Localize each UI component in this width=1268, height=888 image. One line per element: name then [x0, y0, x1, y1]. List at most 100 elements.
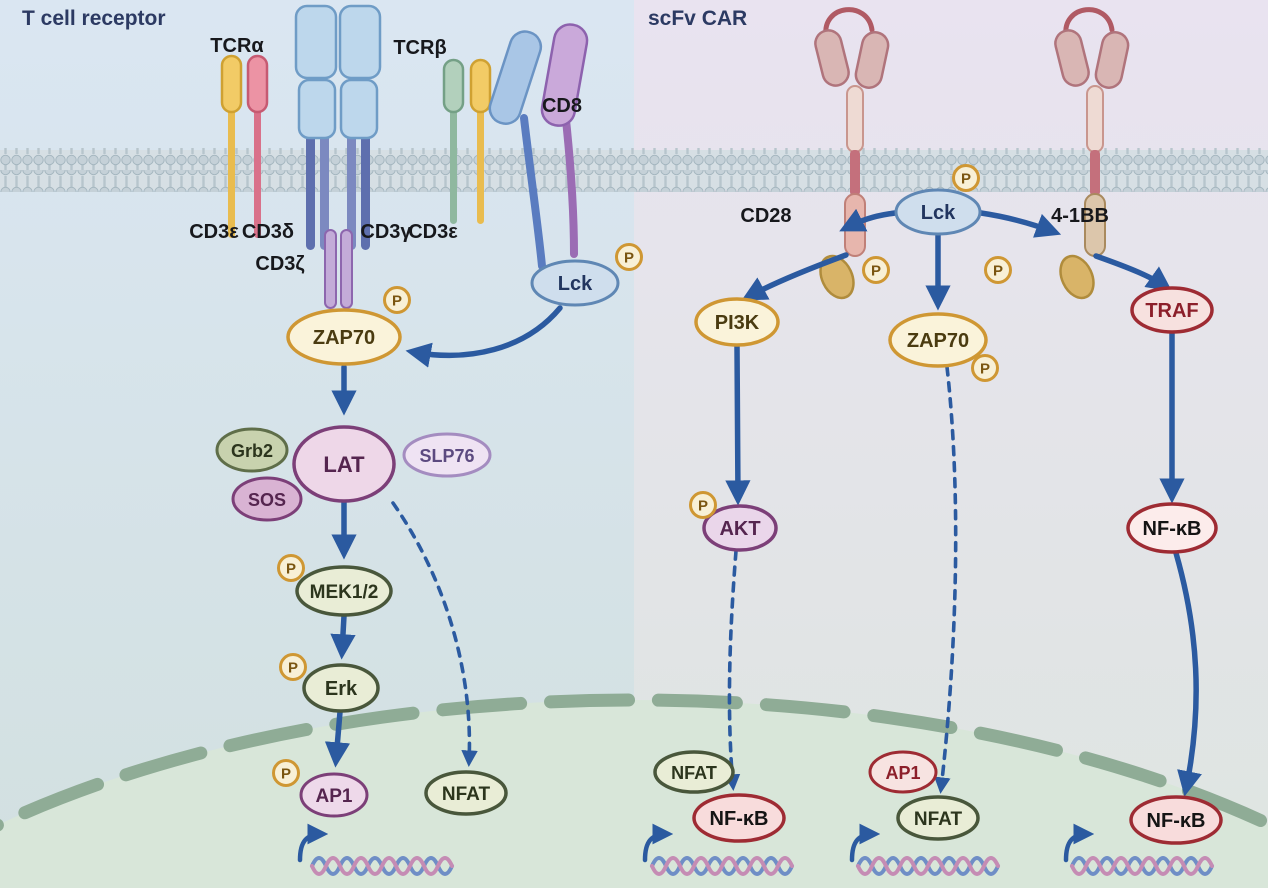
tcr-beta-label: TCRβ [393, 37, 446, 59]
phospho-circle [272, 759, 300, 787]
cd3-gamma-chain [450, 106, 457, 224]
scfv-linker-loop [823, 7, 875, 39]
cd3-zeta-chain [324, 229, 337, 309]
arrow-erk-to-ap1 [324, 709, 351, 768]
node-nfkb-b-label: NF-κB [1147, 810, 1206, 832]
scfv-vl-domain [1094, 31, 1130, 89]
node-traf [1130, 286, 1214, 334]
tcr-stalk [347, 132, 356, 250]
cd8-domain-blue [488, 30, 543, 125]
node-zap70-label: ZAP70 [313, 327, 375, 349]
right-panel-title: scFv CAR [648, 7, 747, 30]
node-lat-label: LAT [323, 452, 365, 477]
cd3-epsilon2-chain [477, 106, 484, 224]
phospho-label: P [392, 293, 402, 310]
node-nfat [424, 770, 508, 816]
arrow-cd28-to-pi3k [741, 252, 849, 301]
node-akt-label: AKT [719, 518, 760, 540]
node-grb2 [215, 427, 289, 473]
arrow-41bb-to-traf [1093, 253, 1173, 292]
node-ap1-label: AP1 [316, 786, 353, 807]
transcription-arrow [642, 823, 674, 863]
arrow-pi3k-to-akt [725, 343, 751, 506]
node-nfat-a-label: NFAT [671, 763, 717, 783]
cd3-epsilon2-label: CD3ε [408, 221, 458, 243]
tcr-stalk [361, 132, 370, 250]
car-hinge [846, 85, 864, 153]
phospho-label: P [980, 361, 990, 378]
phospho-circle [383, 286, 411, 314]
phospho-badge: P [952, 164, 980, 192]
phospho-circle [984, 256, 1012, 284]
cd8-domain-purple [540, 23, 589, 127]
cd8-label: CD8 [542, 95, 582, 117]
tcr-stalk [320, 132, 329, 250]
car-signaling-domain [819, 254, 855, 300]
cd3-epsilon-label: CD3ε [189, 221, 239, 243]
transcription-arrow [849, 823, 881, 863]
phospho-circle [952, 164, 980, 192]
phospho-label: P [993, 263, 1003, 280]
node-sos-label: SOS [248, 490, 286, 510]
cd3-zeta-label: CD3ζ [255, 253, 304, 275]
phospho-badge: P [984, 256, 1012, 284]
node-sos [231, 476, 303, 522]
phospho-badge: P [272, 759, 300, 787]
phospho-badge: P [615, 243, 643, 271]
tcr-stalk [306, 132, 315, 250]
transcription-arrow [297, 823, 329, 863]
node-nfkb-upper [1126, 502, 1218, 554]
cd3-zeta-chain [340, 229, 353, 309]
cd3-gamma-head [442, 58, 465, 114]
node-traf-label: TRAF [1145, 300, 1198, 322]
phospho-badge: P [383, 286, 411, 314]
node-zap70-right-label: ZAP70 [907, 330, 969, 352]
tcr-ig-domain [338, 4, 382, 80]
arrow-lat-to-nfat-dashed [391, 501, 478, 767]
arrow-nfkb-to-nucleus [1173, 550, 1202, 797]
car-tm-domain [1090, 150, 1100, 196]
cd3-delta-label: CD3δ [242, 221, 294, 243]
car-signaling-domain [1059, 254, 1095, 300]
node-ap1 [299, 772, 369, 818]
tcr-ig-domain [297, 78, 337, 140]
car-tm-domain [850, 150, 860, 196]
cd3-gamma-label: CD3γ [360, 221, 412, 243]
node-lat [292, 425, 396, 503]
tcr-alpha-label: TCRα [210, 35, 264, 57]
cd3-epsilon2-head [469, 58, 492, 114]
arrow-zap70-to-nfat-dashed [934, 365, 958, 794]
node-mek12 [295, 565, 393, 617]
scfv-linker-loop [1063, 7, 1115, 39]
node-lck [530, 259, 620, 307]
arrow-mek-to-erk [330, 613, 356, 660]
cd3-epsilon-head [220, 54, 243, 114]
node-nfat-b-label: NFAT [914, 809, 963, 830]
membrane-inner-leaflet [0, 170, 1268, 192]
arrow-lck-to-zap70 [405, 305, 563, 368]
arrow-akt-to-nfkb-dashed [723, 549, 741, 791]
node-ap1-right [868, 750, 938, 794]
node-lck-right [894, 188, 982, 236]
phospho-badge: P [277, 554, 305, 582]
phospho-circle [689, 491, 717, 519]
node-ap1-right-label: AP1 [885, 763, 920, 783]
node-erk-label: Erk [325, 678, 358, 700]
node-mek12-label: MEK1/2 [310, 582, 379, 603]
cd8-alpha-stem [520, 114, 546, 270]
node-pi3k [694, 297, 780, 347]
cd3-delta-chain [254, 106, 261, 238]
node-akt [702, 504, 778, 552]
node-zap70-right [888, 312, 988, 368]
phospho-label: P [286, 561, 296, 578]
membrane-outer-leaflet [0, 148, 1268, 170]
phospho-label: P [624, 250, 634, 267]
transcription-arrow [1063, 823, 1095, 863]
node-nfat-label: NFAT [442, 784, 491, 805]
arrow-lck-to-cd28 [839, 208, 898, 232]
node-nfkb-a-label: NF-κB [710, 808, 769, 830]
node-nfat-b [896, 795, 980, 841]
left-panel-title: T cell receptor [22, 7, 166, 30]
phospho-circle [277, 554, 305, 582]
phospho-circle [971, 354, 999, 382]
